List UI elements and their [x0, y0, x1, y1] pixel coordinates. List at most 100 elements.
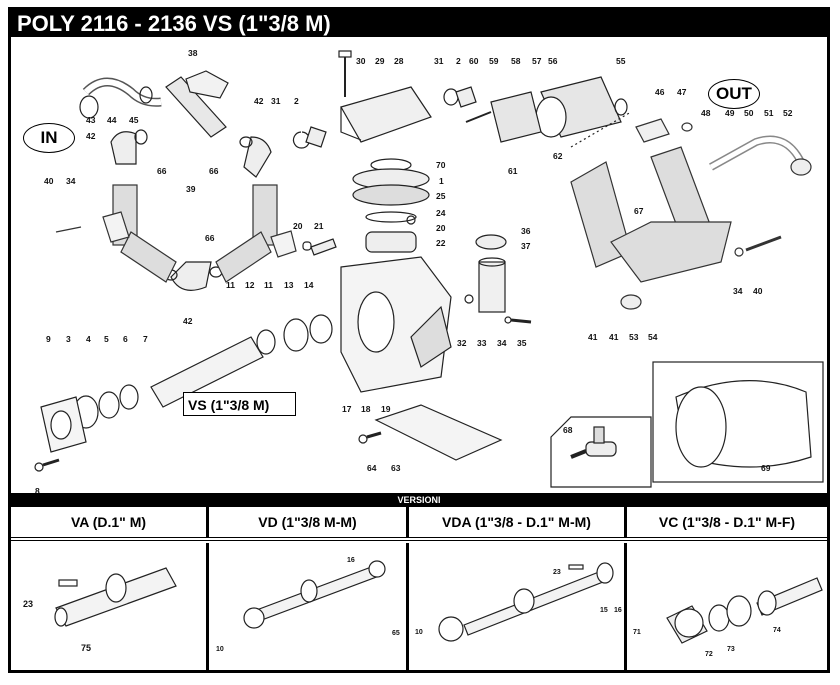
part-label: 20: [436, 223, 446, 233]
part-label: 54: [648, 332, 658, 342]
part-label: 21: [314, 221, 324, 231]
part-label: 31: [271, 96, 281, 106]
version-vc-drawing: 71 72 73 74: [627, 543, 827, 670]
part-label: 23: [553, 569, 561, 576]
part-label: 28: [394, 56, 404, 66]
versions-column-headers: VA (D.1" M) VD (1"3/8 M-M) VDA (1"3/8 - …: [11, 507, 827, 541]
part-label: 19: [381, 404, 391, 414]
part-label: 16: [347, 557, 355, 564]
parts-diagram-sheet: POLY 2116 - 2136 VS (1"3/8 M): [8, 7, 830, 673]
part-label: 9: [46, 334, 51, 344]
part-label: 74: [773, 627, 781, 634]
part-label: 42: [254, 96, 264, 106]
version-vd-drawing: 16 65 10: [209, 543, 409, 670]
part-label: 11: [264, 280, 273, 290]
inset-pto-guard: [652, 361, 824, 483]
pump-body: [340, 256, 452, 393]
page-title: POLY 2116 - 2136 VS (1"3/8 M): [11, 10, 827, 37]
diaphragm-stack: [302, 158, 430, 256]
part-label: 63: [391, 463, 401, 473]
part-label: 67: [634, 206, 644, 216]
part-label: 70: [436, 160, 446, 170]
part-label: 4: [86, 334, 91, 344]
part-label: 34: [733, 286, 743, 296]
elbow-fittings: [110, 129, 272, 291]
vd-shaft-drawing: [243, 560, 386, 629]
part-label: 12: [245, 280, 255, 290]
part-label: 48: [701, 108, 711, 118]
part-label: 11: [226, 280, 235, 290]
part-label: 65: [392, 630, 400, 637]
part-label: 44: [107, 115, 117, 125]
part-label: 34: [497, 338, 507, 348]
part-label: 46: [655, 87, 665, 97]
part-label: 72: [705, 651, 713, 658]
part-label: 55: [616, 56, 626, 66]
part-label: 75: [81, 643, 92, 653]
part-label: 6: [123, 334, 128, 344]
part-label: 47: [677, 87, 687, 97]
part-label: 41: [588, 332, 598, 342]
part-label: 17: [342, 404, 352, 414]
part-label: 57: [532, 56, 542, 66]
version-va-drawing: 23 75: [11, 543, 209, 670]
part-label: 25: [436, 191, 446, 201]
part-label: 43: [86, 115, 96, 125]
part-label: 14: [304, 280, 314, 290]
part-label: 53: [629, 332, 639, 342]
part-label: 64: [367, 463, 377, 473]
versions-drawings: 23 75 16 65 10 23 15 16: [11, 543, 827, 670]
part-label: 56: [548, 56, 558, 66]
part-label: 8: [35, 486, 40, 496]
part-label: 2: [456, 56, 461, 66]
part-label: 51: [764, 108, 774, 118]
part-label: 37: [521, 241, 531, 251]
part-label: 7: [143, 334, 148, 344]
part-label: 39: [186, 184, 196, 194]
part-label: 38: [188, 48, 198, 58]
part-label: 61: [508, 166, 518, 176]
versions-header: VERSIONI: [11, 493, 827, 507]
part-label: 42: [86, 131, 96, 141]
pump-cylinder-assembly: [443, 76, 632, 148]
exploded-view: IN OUT VS (1"3/8 M) 38 43 44 45 42 66 42…: [11, 37, 827, 496]
version-vc-header: VC (1"3/8 - D.1" M-F): [658, 514, 796, 530]
part-label: 15: [600, 607, 608, 614]
part-label: 68: [563, 425, 573, 435]
vc-shaft-drawing: [666, 577, 823, 644]
crankshaft-assembly: [34, 314, 333, 472]
part-label: 2: [294, 96, 299, 106]
oil-reservoir: [464, 234, 532, 324]
inlet-pipe-assembly: [79, 70, 229, 138]
part-label: 49: [725, 108, 735, 118]
part-label: 71: [633, 629, 641, 636]
va-shaft-drawing: [54, 567, 177, 627]
part-label: 41: [609, 332, 619, 342]
part-label: 1: [439, 176, 444, 186]
part-label: 66: [157, 166, 167, 176]
outlet-tag: OUT: [708, 79, 760, 109]
inlet-tag: IN: [23, 123, 75, 153]
part-label: 30: [356, 56, 366, 66]
part-label: 62: [553, 151, 563, 161]
part-label: 5: [104, 334, 109, 344]
pump-head: [292, 50, 432, 149]
part-label: 10: [415, 629, 423, 636]
part-label: 40: [44, 176, 54, 186]
part-label: 45: [129, 115, 139, 125]
vda-shaft-drawing: [438, 562, 614, 642]
inlet-manifold-ducts: [55, 184, 297, 283]
part-label: 3: [66, 334, 71, 344]
part-label: 59: [489, 56, 499, 66]
version-vs-label: VS (1"3/8 M): [183, 392, 296, 416]
base-bracket: [358, 404, 503, 461]
part-label: 66: [209, 166, 219, 176]
part-label: 33: [477, 338, 487, 348]
outlet-manifold: [570, 118, 812, 310]
part-label: 24: [436, 208, 446, 218]
part-label: 18: [361, 404, 371, 414]
part-label: 13: [284, 280, 294, 290]
part-label: 52: [783, 108, 793, 118]
version-va-header: VA (D.1" M): [11, 507, 209, 537]
part-label: 50: [744, 108, 754, 118]
